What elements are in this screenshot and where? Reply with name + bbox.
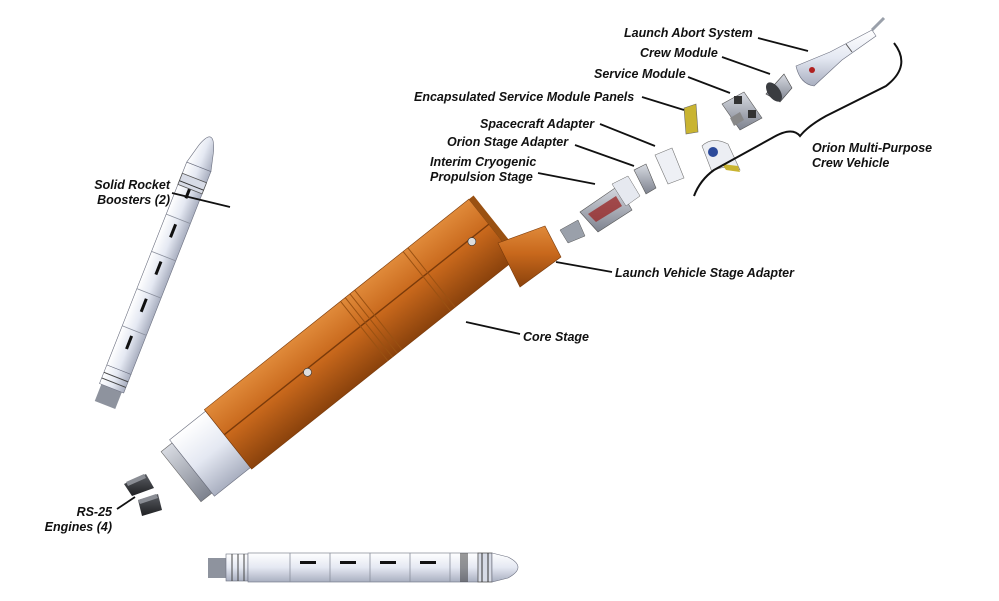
label-launch-vehicle-stage-adapter: Launch Vehicle Stage Adapter <box>615 266 794 280</box>
launch-abort-system <box>795 16 886 87</box>
label-orion-stage-adapter: Orion Stage Adapter <box>447 135 569 149</box>
rs-25-engines <box>124 474 162 516</box>
service-module <box>721 91 763 131</box>
label-launch-abort-system: Launch Abort System <box>624 26 753 40</box>
label-service-module: Service Module <box>594 67 686 81</box>
label-core-stage: Core Stage <box>523 330 589 344</box>
core-stage <box>160 195 521 503</box>
encapsulated-service-module-panels <box>683 103 741 173</box>
leader-lines <box>116 37 809 510</box>
label-orion-mpcv-line1: Orion Multi-Purpose <box>812 141 933 155</box>
solid-rocket-booster-lower <box>208 552 519 583</box>
label-spacecraft-adapter: Spacecraft Adapter <box>480 117 595 131</box>
label-srb-line1: Solid Rocket <box>94 178 170 192</box>
label-esm-panels: Encapsulated Service Module Panels <box>414 90 635 104</box>
label-rs-25-engines: RS-25 Engines (4) <box>40 505 112 535</box>
crew-module <box>765 73 793 103</box>
solid-rocket-booster-upper <box>94 136 214 410</box>
launch-vehicle-stage-adapter <box>497 225 562 288</box>
label-orion-mpcv: Orion Multi-Purpose Crew Vehicle <box>812 141 932 171</box>
spacecraft-adapter <box>654 147 685 185</box>
interim-cryogenic-propulsion-stage <box>559 175 641 244</box>
label-icps: Interim Cryogenic Propulsion Stage <box>430 155 536 185</box>
label-srb-line2: Boosters (2) <box>97 193 170 207</box>
label-icps-line2: Propulsion Stage <box>430 170 533 184</box>
label-rs25-line2: Engines (4) <box>44 520 112 534</box>
orion-stage-adapter <box>633 163 657 195</box>
label-orion-mpcv-line2: Crew Vehicle <box>812 156 890 170</box>
label-crew-module: Crew Module <box>640 46 718 60</box>
label-rs25-line1: RS-25 <box>76 505 112 519</box>
label-solid-rocket-boosters: Solid Rocket Boosters (2) <box>82 178 170 208</box>
orion-bracket <box>693 42 903 197</box>
label-icps-line1: Interim Cryogenic <box>430 155 537 169</box>
